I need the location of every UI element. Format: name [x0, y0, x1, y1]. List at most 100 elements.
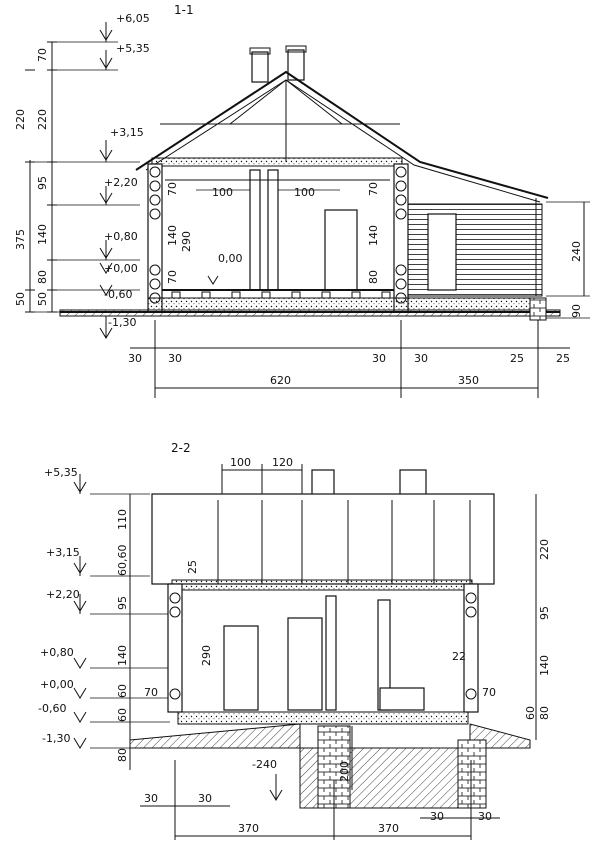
section-2-2: 2-2 100 120 +5,35 +3,15 +2,20 +0,80 +0,0…	[38, 441, 551, 840]
veranda-door	[427, 213, 457, 291]
dim-right-240: 240	[570, 241, 583, 262]
svg-text:30: 30	[478, 810, 492, 823]
foundation-slab	[147, 297, 545, 311]
svg-text:290: 290	[200, 645, 213, 666]
svg-text:95: 95	[116, 596, 129, 610]
dim-220-inner: 220	[36, 109, 49, 130]
attic-space	[151, 493, 495, 585]
dim-int-70-a: 70	[166, 182, 179, 196]
elev-5-35: +5,35	[116, 42, 150, 55]
elev-neg-1-30: -1,30	[108, 316, 136, 329]
svg-text:30: 30	[198, 792, 212, 805]
svg-text:30: 30	[414, 352, 428, 365]
svg-text:25: 25	[186, 560, 199, 574]
section-title-1-1: 1-1	[174, 3, 194, 17]
dim-95: 95	[36, 176, 49, 190]
elevation-leaders	[30, 41, 150, 313]
elev-0-80: +0,80	[104, 230, 138, 243]
dim-top-100: 100	[230, 456, 251, 469]
roof-line	[135, 70, 549, 199]
dim-220-outer: 220	[14, 109, 27, 130]
dim-50-inner: 50	[36, 292, 49, 306]
dim-620: 620	[270, 374, 291, 387]
svg-text:110: 110	[116, 509, 129, 530]
svg-text:60: 60	[116, 684, 129, 698]
door2-right	[287, 617, 323, 711]
elevation-markers-1: +6,05 +5,35 +3,15 +2,20 +0,80 +0,00 -0,6…	[99, 12, 150, 339]
svg-text:30: 30	[144, 792, 158, 805]
elev-neg-0-60: -0,60	[104, 288, 132, 301]
svg-text:30: 30	[128, 352, 142, 365]
elev2-neg-1-30: -1,30	[42, 732, 70, 745]
dim-top-120: 120	[272, 456, 293, 469]
section-title-2-2: 2-2	[171, 441, 191, 455]
stove	[379, 687, 425, 711]
svg-text:80: 80	[538, 706, 551, 720]
dim-int-100-a: 100	[212, 186, 233, 199]
svg-text:95: 95	[538, 606, 551, 620]
svg-text:60: 60	[116, 708, 129, 722]
partition-right	[267, 169, 279, 291]
svg-text:22: 22	[452, 650, 466, 663]
svg-text:70: 70	[482, 686, 496, 699]
dim-375: 375	[14, 229, 27, 250]
elev2-0-80: +0,80	[40, 646, 74, 659]
bottom-dims-1: 30 30 30 30 25 25 620 350	[128, 320, 570, 398]
svg-text:60: 60	[524, 706, 537, 720]
dim-int-80: 80	[367, 270, 380, 284]
svg-text:30: 30	[430, 810, 444, 823]
svg-text:-240: -240	[252, 758, 277, 771]
elev2-3-15: +3,15	[46, 546, 80, 559]
partition-left	[249, 169, 261, 291]
brick-pier-center	[317, 725, 351, 809]
dim-right-90: 90	[570, 304, 583, 318]
svg-text:30: 30	[168, 352, 182, 365]
svg-text:220: 220	[538, 539, 551, 560]
dim-370-b: 370	[378, 822, 399, 835]
floor-2	[177, 711, 469, 725]
door2-left	[223, 625, 259, 711]
elev-6-05: +6,05	[116, 12, 150, 25]
dim-int-140-a: 140	[166, 225, 179, 246]
elevation-markers-2: +5,35 +3,15 +2,20 +0,80 +0,00 -0,60 -1,3…	[38, 466, 87, 749]
chimney2-right	[399, 469, 427, 499]
elev2-5-35: +5,35	[44, 466, 78, 479]
bottom-dims-2: 30 30 30 30 370 370	[140, 760, 500, 840]
svg-text:25: 25	[510, 352, 524, 365]
dim-50-outer: 50	[14, 292, 27, 306]
chimney-right	[287, 49, 305, 81]
svg-text:140: 140	[116, 645, 129, 666]
elev2-2-20: +2,20	[46, 588, 80, 601]
dim-int-70-c: 70	[166, 270, 179, 284]
svg-text:30: 30	[372, 352, 386, 365]
dim-140: 140	[36, 224, 49, 245]
svg-text:25: 25	[556, 352, 570, 365]
floor-joists	[171, 291, 391, 299]
roof-inner-line	[145, 79, 541, 203]
elev-int-0-00: 0,00	[218, 252, 243, 265]
elev-3-15: +3,15	[110, 126, 144, 139]
svg-text:200: 200	[338, 761, 351, 782]
brick-pier-right	[457, 739, 487, 809]
elev-0-00: +0,00	[104, 262, 138, 275]
attic-floor-2	[171, 579, 473, 591]
svg-text:140: 140	[538, 655, 551, 676]
svg-text:70: 70	[144, 686, 158, 699]
dim-int-100-b: 100	[294, 186, 315, 199]
elev2-0-00: +0,00	[40, 678, 74, 691]
dim-int-290: 290	[180, 231, 193, 252]
section-1-1: 1-1 70 220	[14, 3, 590, 398]
elev-2-20: +2,20	[104, 176, 138, 189]
dim-int-70-b: 70	[367, 182, 380, 196]
elev2-neg-0-60: -0,60	[38, 702, 66, 715]
chimney-left	[251, 51, 269, 83]
dim-370-a: 370	[238, 822, 259, 835]
dim-80: 80	[36, 270, 49, 284]
partition2	[325, 595, 337, 711]
attic-rafters	[217, 500, 471, 584]
svg-text:60,60: 60,60	[116, 545, 129, 577]
svg-text:80: 80	[116, 748, 129, 762]
dim-int-140-b: 140	[367, 225, 380, 246]
dim-70: 70	[36, 48, 49, 62]
